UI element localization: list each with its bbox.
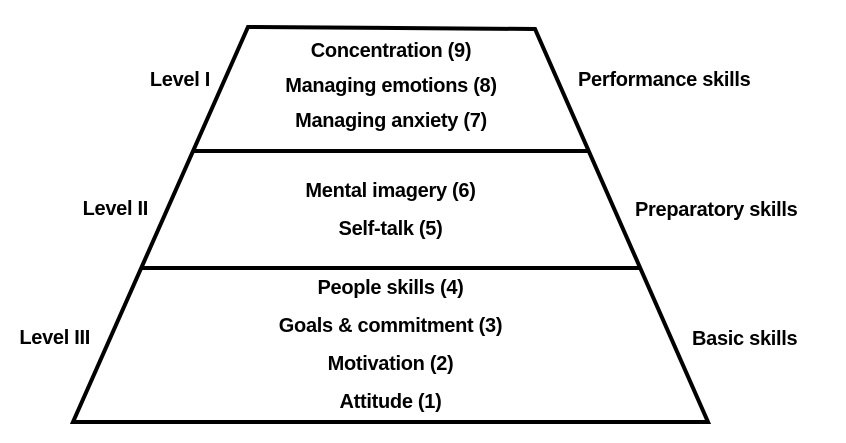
- level-1-label: Level I: [149, 69, 210, 91]
- level-2-label: Level II: [82, 198, 149, 220]
- level-2-items: Mental imagery (6) Self-talk (5): [141, 151, 640, 268]
- preparatory-skills-label: Preparatory skills: [635, 199, 798, 221]
- level-3-items: People skills (4) Goals & commitment (3)…: [73, 268, 708, 422]
- basic-skills-label: Basic skills: [692, 328, 798, 350]
- skill-item-goals-commitment: Goals & commitment (3): [278, 315, 503, 337]
- skill-item-motivation: Motivation (2): [327, 353, 454, 375]
- skill-item-self-talk: Self-talk (5): [338, 217, 443, 240]
- skill-item-people-skills: People skills (4): [317, 277, 464, 299]
- skill-item-managing-emotions: Managing emotions (8): [285, 74, 497, 97]
- skill-item-mental-imagery: Mental imagery (6): [305, 179, 476, 202]
- level-3-label: Level III: [19, 327, 90, 349]
- skill-item-concentration: Concentration (9): [310, 39, 472, 62]
- skill-item-attitude: Attitude (1): [339, 391, 442, 413]
- level-1-items: Concentration (9) Managing emotions (8) …: [196, 24, 586, 148]
- performance-skills-label: Performance skills: [578, 69, 751, 91]
- pyramid-border: [69, 24, 712, 424]
- skill-item-managing-anxiety: Managing anxiety (7): [295, 109, 487, 132]
